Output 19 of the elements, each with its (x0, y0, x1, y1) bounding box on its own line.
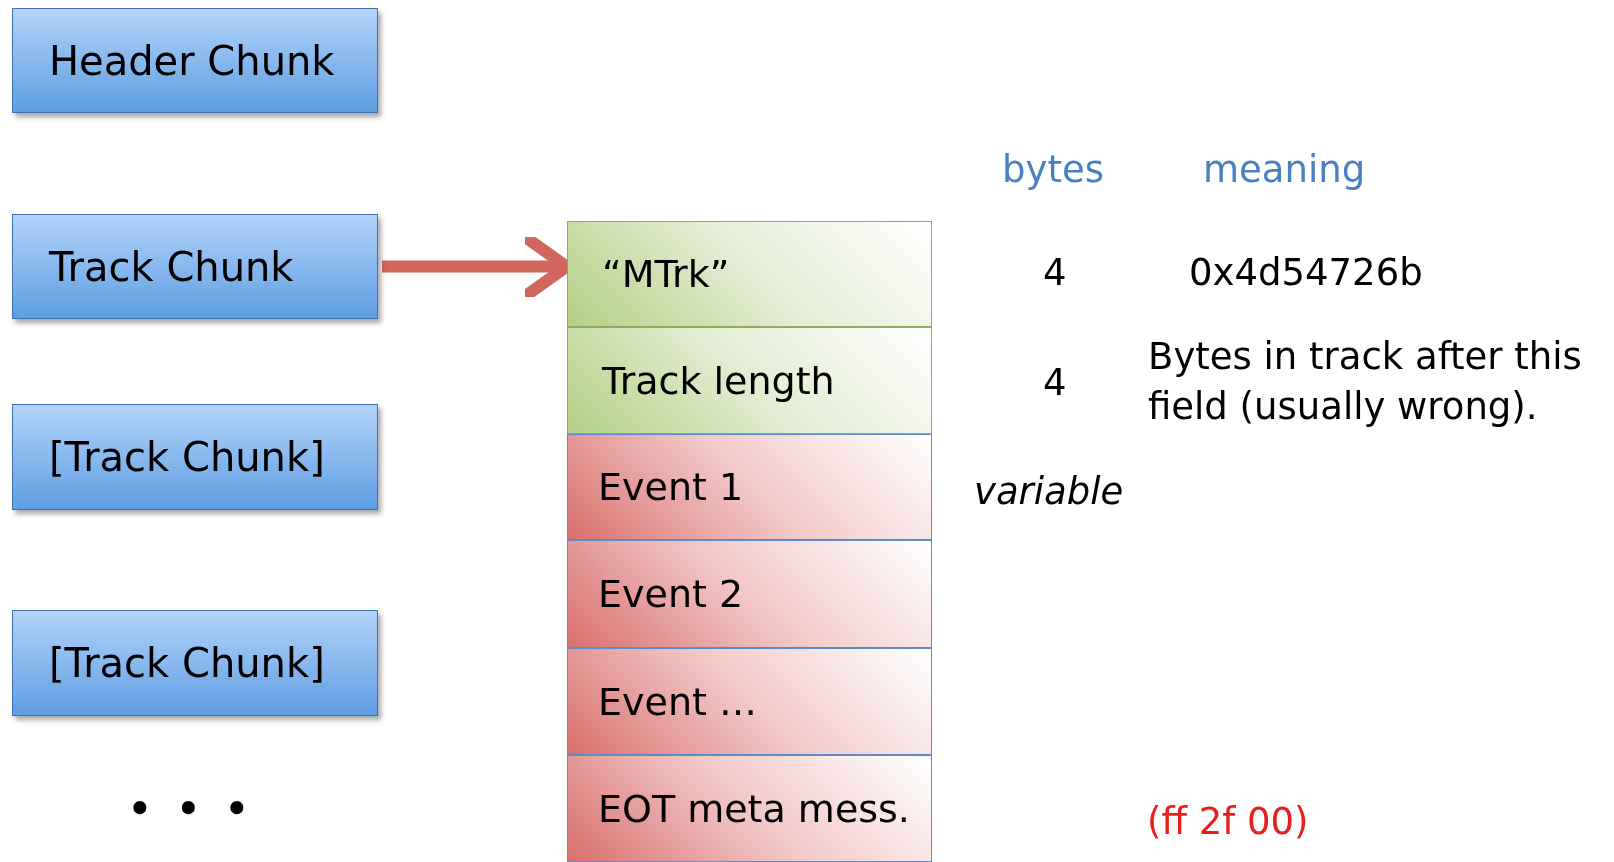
chunk-box: Track Chunk (12, 214, 378, 319)
byte-count: 4 (1043, 360, 1067, 406)
ellipsis-text: • • • (128, 787, 255, 833)
byte-count: variable (974, 469, 1124, 515)
event-box: Event 1 (567, 434, 932, 540)
byte-value: (ff 2f 00) (1147, 799, 1309, 845)
chunk-box: Header Chunk (12, 8, 378, 113)
byte-count: 4 (1043, 250, 1067, 296)
event-box: Event … (567, 648, 932, 755)
chunk-box: [Track Chunk] (12, 404, 378, 510)
column-header: meaning (1203, 147, 1366, 193)
field-description: Bytes in track after this field (usually wrong). (1148, 334, 1583, 430)
field-box: Track length (567, 327, 932, 434)
event-box: Event 2 (567, 540, 932, 648)
chunk-box: [Track Chunk] (12, 610, 378, 716)
column-header: bytes (1002, 147, 1104, 193)
magic-value: 0x4d54726b (1189, 250, 1423, 296)
field-box: “MTrk” (567, 221, 932, 327)
event-box: EOT meta mess. (567, 755, 932, 862)
